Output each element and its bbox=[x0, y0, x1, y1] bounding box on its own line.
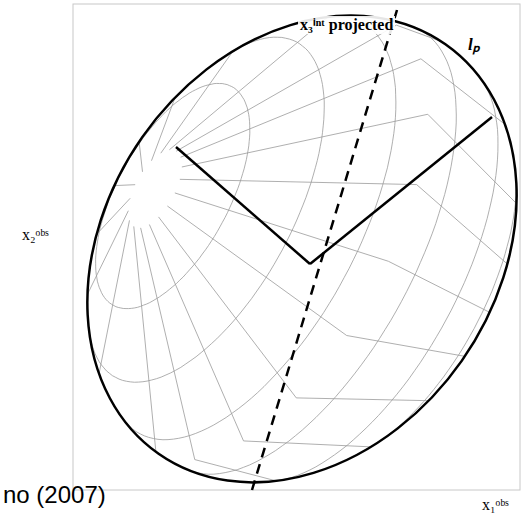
grid-line bbox=[40, 14, 388, 416]
grid-line bbox=[50, 228, 351, 505]
grid-line bbox=[79, 225, 403, 503]
grid-line bbox=[180, 72, 515, 361]
plot-frame bbox=[73, 4, 520, 490]
grid-line bbox=[119, 213, 429, 461]
grid-line bbox=[133, 27, 525, 517]
grid-line bbox=[175, 125, 490, 380]
axis-label: x₁ᵒᵇˢ bbox=[482, 496, 509, 514]
major-semi-axis bbox=[310, 117, 492, 264]
axis-label: x₃ⁱⁿᵗ projected bbox=[298, 16, 395, 34]
grid-line bbox=[176, 0, 441, 240]
grid-line bbox=[71, 5, 473, 481]
axis-label: x₂ᵒᵇˢ bbox=[22, 226, 49, 244]
grid-line bbox=[76, 211, 141, 295]
citation-caption: no (2007) bbox=[3, 482, 106, 508]
grid-line bbox=[47, 220, 181, 373]
length-label: lₚ bbox=[466, 36, 482, 55]
projected-axis bbox=[252, 10, 397, 490]
grid-line bbox=[182, 16, 525, 336]
grid-line bbox=[340, 170, 525, 454]
grid-line bbox=[55, 62, 291, 331]
grid-line bbox=[181, 0, 509, 299]
minor-semi-axis bbox=[176, 147, 310, 264]
